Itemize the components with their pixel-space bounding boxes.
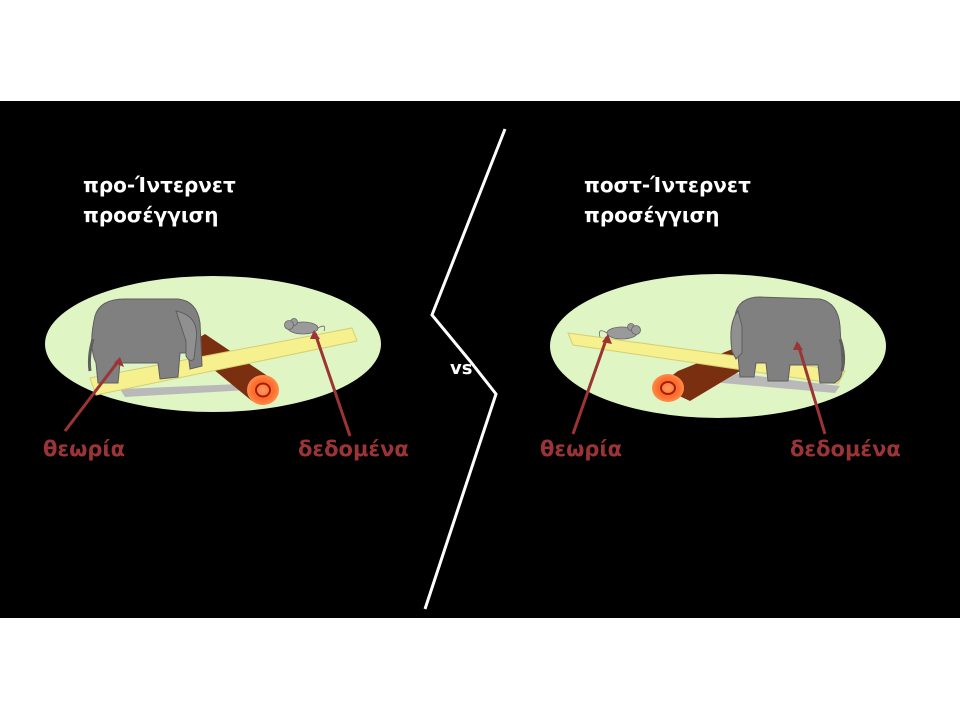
left-plank xyxy=(89,327,358,396)
left-title-line2: προσέγγιση xyxy=(83,203,219,227)
left-title-line1: προ-Ίντερνετ xyxy=(83,173,236,197)
diagram-graphics xyxy=(45,128,886,610)
left-mouse xyxy=(284,318,326,335)
zigzag-divider xyxy=(423,128,507,610)
left-data-label: δεδομένα xyxy=(298,437,409,461)
left-theory-label: θεωρία xyxy=(43,437,126,461)
right-title: ποστ-Ίντερνετ προσέγγιση xyxy=(584,170,751,230)
vs-text: vs xyxy=(450,358,473,379)
right-data-arrow xyxy=(796,343,827,435)
left-data-arrow xyxy=(313,332,352,437)
right-theory-arrow xyxy=(571,336,609,435)
right-data-label: δεδομένα xyxy=(790,437,901,461)
right-elephant xyxy=(730,296,846,384)
left-title: προ-Ίντερνετ προσέγγιση xyxy=(83,170,236,230)
right-title-line2: προσέγγιση xyxy=(584,203,720,227)
right-seesaw-scene xyxy=(550,274,886,435)
left-plank-shadow xyxy=(120,383,265,397)
right-theory-label: θεωρία xyxy=(540,437,623,461)
right-mouse xyxy=(598,323,641,340)
left-theory-arrow xyxy=(63,358,122,432)
right-title-line1: ποστ-Ίντερνετ xyxy=(584,173,751,197)
slide: προ-Ίντερνετ προσέγγιση θεωρία δεδομένα … xyxy=(0,101,960,618)
left-seesaw-scene xyxy=(45,276,381,437)
